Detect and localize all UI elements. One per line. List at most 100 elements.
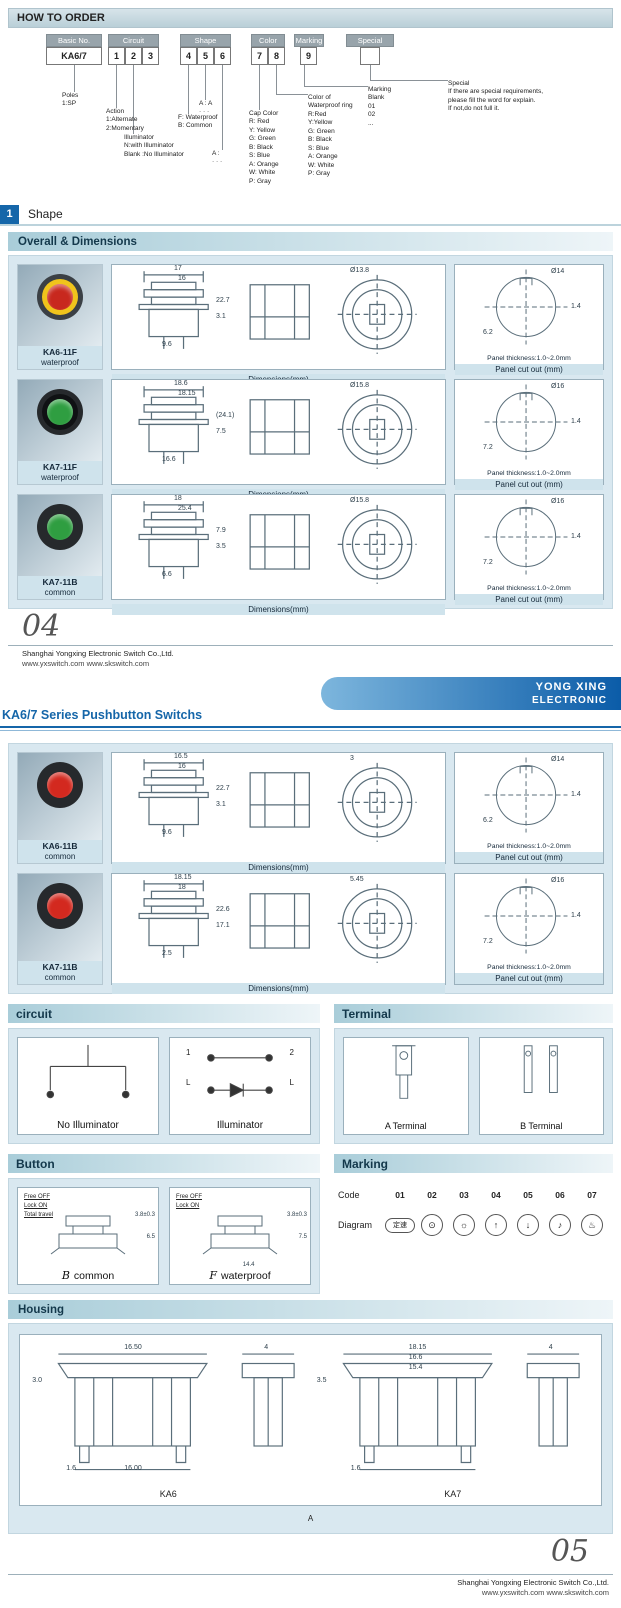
dim-label: 17 (174, 265, 182, 272)
panel-thickness-note: Panel thickness:1.0~2.0mm (487, 469, 571, 477)
marking-code-row: Code 01 02 03 04 05 06 07 (334, 1190, 613, 1200)
circuit-label: Illuminator (216, 1120, 264, 1131)
digit-box: 9 (300, 47, 317, 65)
pin-label: L (186, 1078, 191, 1087)
circuit-illuminator-box: 1 2 L L Illuminator (169, 1037, 311, 1135)
cutout-diameter: Ø16 (551, 877, 565, 884)
connector-line (116, 65, 117, 108)
dim-label: 1.6 (350, 1465, 361, 1472)
dimension-drawing: 16.5 16 22.7 3.1 3 9.6 (112, 753, 445, 862)
connector-line (370, 80, 448, 81)
illuminator-diagram (207, 1054, 273, 1098)
dim-label: (24.1) (216, 412, 235, 419)
dim-label: 4 (264, 1344, 269, 1351)
connector-line (133, 65, 134, 134)
digit-box: 2 (125, 47, 142, 65)
cutout-drawing: Ø16 7.2 1.4 (455, 874, 603, 964)
product-model: KA7-11B (42, 577, 78, 588)
cutout-drawing: Ø16 7.2 1.4 (455, 495, 603, 585)
legend-marking: Marking Blank 01 02 ... (368, 86, 392, 127)
marking-band: Marking (334, 1154, 613, 1173)
product-image (18, 753, 102, 841)
terminal-band: Terminal (334, 1004, 613, 1023)
dimension-drawing: 18.6 18.15 (24.1) 7.5 Ø15.8 16.6 (112, 380, 445, 489)
cutout-caption: Panel cut out (mm) (455, 852, 603, 863)
digit-box: 8 (268, 47, 285, 65)
dim-label: 18 (174, 495, 182, 502)
group-shape-label: Shape (180, 34, 231, 47)
how-to-order-section: HOW TO ORDER Basic No. KA6/7 Circuit 1 2… (8, 8, 613, 200)
dim-label: 7.5 (298, 1234, 307, 1240)
product-type: common (44, 851, 76, 861)
panel-cutout-box: Ø14 6.2 1.4 Panel thickness:1.0~2.0mm Pa… (454, 752, 604, 864)
terminal-a-drawing (392, 1045, 416, 1099)
special-box (360, 47, 380, 65)
legend-special: Special If there are special requirement… (448, 80, 544, 113)
dim-label: 16.6 (162, 456, 176, 463)
product-type: common (44, 587, 76, 597)
housing-ka7-group: 18.15 16.6 15.4 1.6 4 3.5 KA7 (316, 1344, 589, 1499)
dim-label: 3.5 (216, 543, 226, 550)
circuit-label: No Illuminator (57, 1120, 119, 1131)
dim-label: 18 (178, 884, 186, 891)
dimensions-caption: Dimensions(mm) (112, 861, 445, 873)
panel-cutout-box: Ø14 6.2 1.4 Panel thickness:1.0~2.0mm Pa… (454, 264, 604, 375)
dims-svg (138, 385, 418, 470)
dim-label: 14.4 (242, 1262, 255, 1268)
dim-label: 3.8±0.3 (287, 1212, 307, 1218)
marking-symbol-icon: ☼ (453, 1214, 475, 1236)
marking-diagram-label: Diagram (338, 1220, 373, 1230)
dimension-drawing: 17 16 22.7 3.1 Ø13.8 9.6 (112, 265, 445, 374)
cutout-dim: 1.4 (571, 533, 581, 540)
marking-table: Code 01 02 03 04 05 06 07 Diagram 定速 ⊙ ☼… (334, 1178, 613, 1236)
cutout-drawing: Ø14 6.2 1.4 (455, 265, 603, 355)
pin-label: 2 (289, 1048, 294, 1057)
dim-label: 3.5 (316, 1377, 327, 1384)
travel-annotations: Free OFF Lock ON (176, 1194, 203, 1209)
digit-box: 5 (197, 47, 214, 65)
dim-label: 3.8±0.3 (135, 1212, 155, 1218)
digit-box: 1 (108, 47, 125, 65)
legend-waterproof: F: Waterproof B: Common (178, 114, 218, 130)
dim-label: Ø15.8 (350, 497, 370, 504)
company-websites: www.yxswitch.com www.skswitch.com (481, 1588, 609, 1597)
connector-line (304, 86, 368, 87)
company-name: Shanghai Yongxing Electronic Switch Co.,… (22, 649, 174, 658)
brand-line-2: ELECTRONIC (532, 694, 607, 706)
group-special-label: Special (346, 34, 394, 47)
marking-diagram-row: Diagram 定速 ⊙ ☼ ↑ ↓ ♪ ♨ (334, 1214, 613, 1236)
brand-band: YONG XING ELECTRONIC (321, 677, 621, 710)
button-style-code: F (209, 1269, 218, 1282)
legend-illuminator: Illuminator N:with Illuminator Blank :No… (124, 134, 184, 158)
product-label: KA7-11B common (18, 576, 102, 599)
marking-symbol-icon: ↑ (485, 1214, 507, 1236)
dimensions-box: 18.15 18 22.6 17.1 5.45 2.5 Dimensions(m… (111, 873, 446, 994)
dim-label: 18.15 (178, 390, 196, 397)
pin-label: 1 (186, 1048, 191, 1057)
button-panel: Free OFF Lock ON Total travel 3.8±0.3 6.… (8, 1178, 320, 1294)
section-number: 1 (0, 204, 19, 224)
button-common-box: Free OFF Lock ON Total travel 3.8±0.3 6.… (17, 1187, 159, 1285)
panel-thickness-note: Panel thickness:1.0~2.0mm (487, 354, 571, 362)
how-to-order-title: HOW TO ORDER (8, 8, 613, 28)
connector-line (222, 65, 223, 150)
button-column: Button Free OFF Lock ON Total travel 3.8… (8, 1154, 320, 1294)
dim-label: 16.6 (408, 1354, 423, 1361)
company-name: Shanghai Yongxing Electronic Switch Co.,… (457, 1578, 609, 1587)
dim-label: 16.00 (124, 1465, 142, 1472)
cutout-diameter: Ø14 (551, 756, 565, 763)
basic-no-value: KA6/7 (46, 47, 102, 65)
housing-ka6-group: 16.50 16.00 1.6 4 3.0 KA6 (32, 1344, 304, 1499)
dimensions-box: 18.6 18.15 (24.1) 7.5 Ø15.8 16.6 Dimensi… (111, 379, 446, 500)
housing-panel: 16.50 16.00 1.6 4 3.0 KA6 18.15 16.6 15.… (8, 1323, 613, 1534)
dim-label: 18.6 (174, 380, 188, 387)
terminal-a-box: A Terminal (343, 1037, 469, 1135)
dim-label: 3.1 (216, 801, 226, 808)
dim-label: 3.0 (32, 1377, 42, 1384)
product-image (18, 265, 102, 347)
product-photo-tile: KA6-11F waterproof (17, 264, 103, 370)
page-number: 05 (550, 1534, 589, 1569)
button-cap (47, 514, 73, 540)
